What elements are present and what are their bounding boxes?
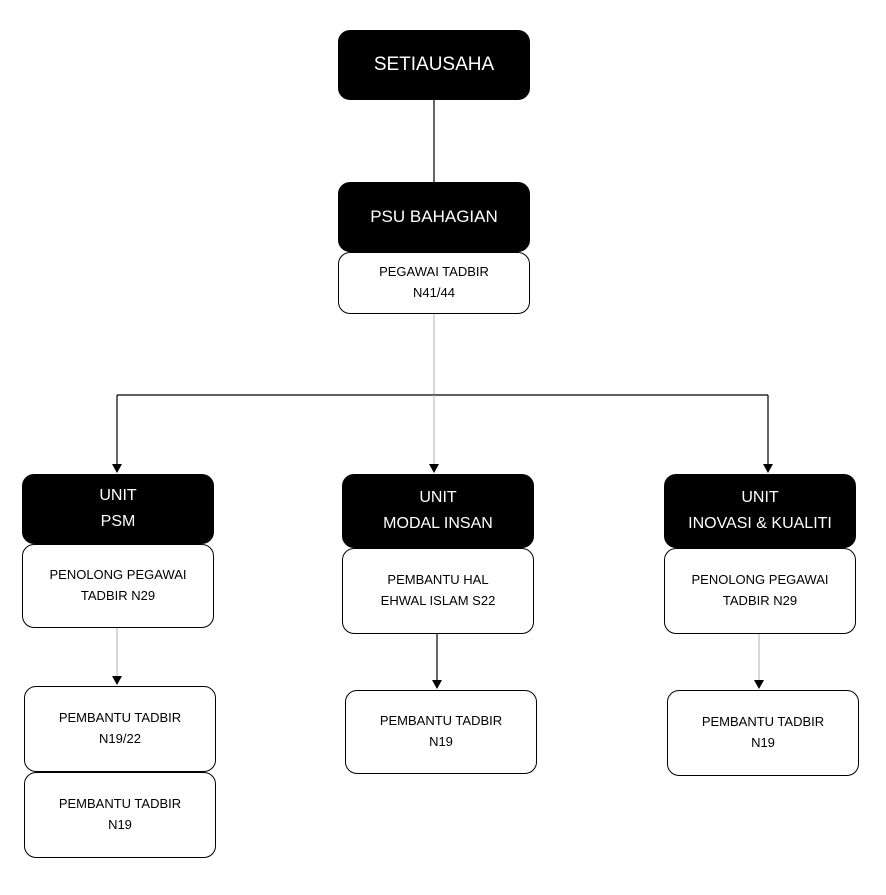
unit-modal-insan-staff-box: PEMBANTU HAL EHWAL ISLAM S22 xyxy=(342,548,534,634)
unit-psm-line2: PSM xyxy=(100,513,136,530)
unit-modal-insan-staff-line1: PEMBANTU HAL xyxy=(387,572,489,588)
unit-inovasi-kualiti-sub-1-line2: N19 xyxy=(751,735,775,750)
unit-inovasi-kualiti-line1: UNIT xyxy=(741,489,779,507)
unit-psm-staff-line1: PENOLONG PEGAWAI xyxy=(49,567,187,583)
unit-modal-insan-line2: MODAL INSAN xyxy=(383,515,493,532)
psu-bahagian-label: PSU BAHAGIAN xyxy=(370,207,498,227)
unit-inovasi-kualiti-staff-line1: PENOLONG PEGAWAI xyxy=(691,572,829,588)
unit-modal-insan-box: UNIT MODAL INSAN xyxy=(342,474,534,548)
unit-inovasi-kualiti-staff-line2: TADBIR N29 xyxy=(722,593,798,608)
setiausaha-box: SETIAUSAHA xyxy=(338,30,530,100)
unit-psm-sub-2-line2: N19 xyxy=(108,817,132,832)
unit-psm-staff-line2: TADBIR N29 xyxy=(80,588,156,603)
unit-modal-insan-sub-1-line2: N19 xyxy=(429,734,453,749)
unit-modal-insan-line1: UNIT xyxy=(419,489,457,507)
setiausaha-label: SETIAUSAHA xyxy=(373,53,495,75)
unit-inovasi-kualiti-sub-box-1: PEMBANTU TADBIR N19 xyxy=(667,690,859,776)
unit-psm-sub-1-line2: N19/22 xyxy=(99,731,141,746)
unit-psm-sub-2-line1: PEMBANTU TADBIR xyxy=(58,796,182,812)
pegawai-tadbir-line2: N41/44 xyxy=(413,285,455,300)
unit-modal-insan-staff-line2: EHWAL ISLAM S22 xyxy=(380,593,496,608)
unit-inovasi-kualiti-line2: INOVASI & KUALITI xyxy=(688,515,832,532)
unit-inovasi-kualiti-staff-box: PENOLONG PEGAWAI TADBIR N29 xyxy=(664,548,856,634)
unit-psm-line1: UNIT xyxy=(99,487,137,505)
unit-modal-insan-sub-box-1: PEMBANTU TADBIR N19 xyxy=(345,690,537,774)
unit-psm-sub-box-2: PEMBANTU TADBIR N19 xyxy=(24,772,216,858)
unit-modal-insan-sub-1-line1: PEMBANTU TADBIR xyxy=(379,713,503,729)
unit-psm-box: UNIT PSM xyxy=(22,474,214,544)
unit-psm-staff-box: PENOLONG PEGAWAI TADBIR N29 xyxy=(22,544,214,628)
pegawai-tadbir-line1: PEGAWAI TADBIR xyxy=(379,264,489,280)
pegawai-tadbir-box: PEGAWAI TADBIR N41/44 xyxy=(338,252,530,314)
unit-inovasi-kualiti-sub-1-line1: PEMBANTU TADBIR xyxy=(701,714,825,730)
unit-psm-sub-1-line1: PEMBANTU TADBIR xyxy=(58,710,182,726)
unit-psm-sub-box-1: PEMBANTU TADBIR N19/22 xyxy=(24,686,216,772)
psu-bahagian-box: PSU BAHAGIAN xyxy=(338,182,530,252)
unit-inovasi-kualiti-box: UNIT INOVASI & KUALITI xyxy=(664,474,856,548)
